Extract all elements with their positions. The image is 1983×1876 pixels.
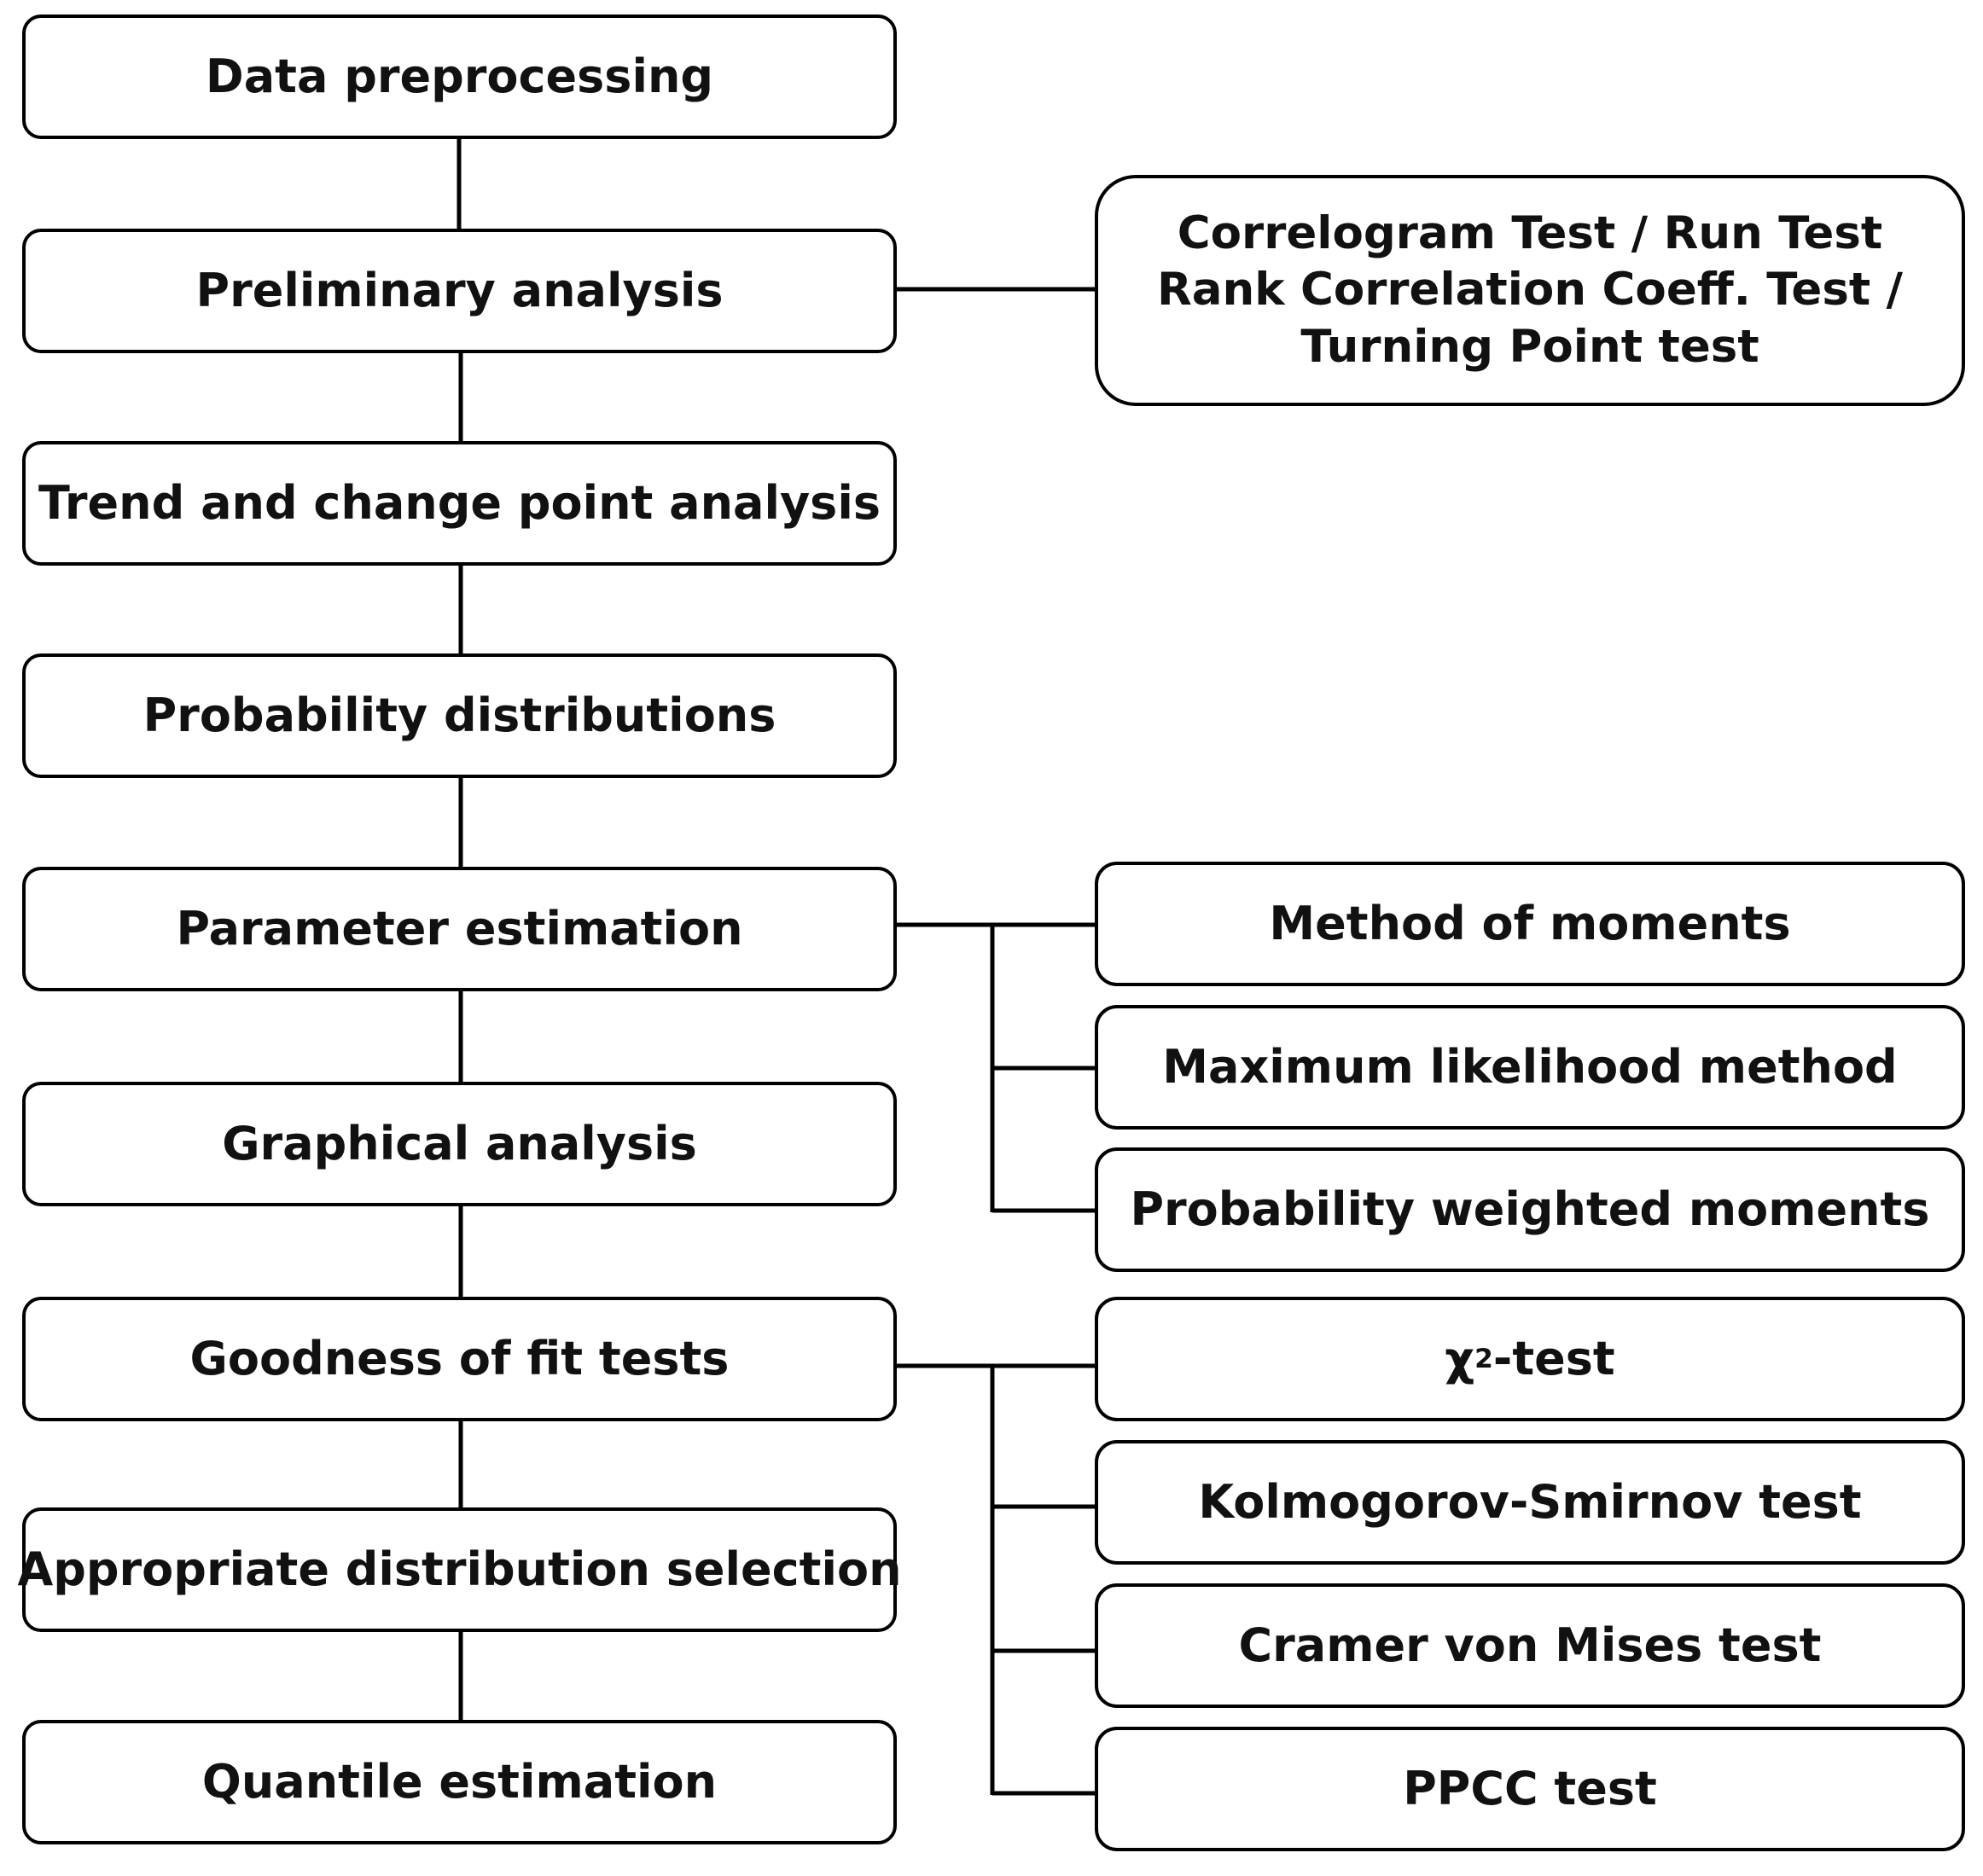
preliminary-tests-line-1: Correlogram Test / Run Test (1177, 207, 1883, 260)
step-trend-change-point-analysis: Trend and change point analysis (22, 441, 897, 566)
step-parameter-estimation: Parameter estimation (22, 867, 897, 991)
step-probability-distributions: Probability distributions (22, 653, 897, 778)
cramer-von-mises-test-box: Cramer von Mises test (1095, 1583, 1965, 1708)
preliminary-tests-line-2: Rank Correlation Coeff. Test / (1156, 264, 1904, 317)
preliminary-tests-line-3: Turning Point test (1300, 320, 1759, 373)
method-of-moments-box: Method of moments (1095, 862, 1965, 986)
step-goodness-of-fit-tests: Goodness of fit tests (22, 1297, 897, 1421)
preliminary-tests-box: Correlogram Test / Run Test Rank Correla… (1095, 175, 1965, 406)
step-quantile-estimation: Quantile estimation (22, 1720, 897, 1844)
step-data-preprocessing: Data preprocessing (22, 15, 897, 139)
chi-test-suffix: -test (1492, 1331, 1615, 1385)
ppcc-test-box: PPCC test (1095, 1727, 1965, 1851)
step-preliminary-analysis: Preliminary analysis (22, 229, 897, 353)
step-graphical-analysis: Graphical analysis (22, 1082, 897, 1206)
probability-weighted-moments-box: Probability weighted moments (1095, 1147, 1965, 1272)
kolmogorov-smirnov-test-box: Kolmogorov-Smirnov test (1095, 1440, 1965, 1565)
step-distribution-selection: Appropriate distribution selection (17, 1507, 902, 1632)
chi-symbol: χ (1445, 1331, 1475, 1385)
maximum-likelihood-box: Maximum likelihood method (1095, 1005, 1965, 1130)
